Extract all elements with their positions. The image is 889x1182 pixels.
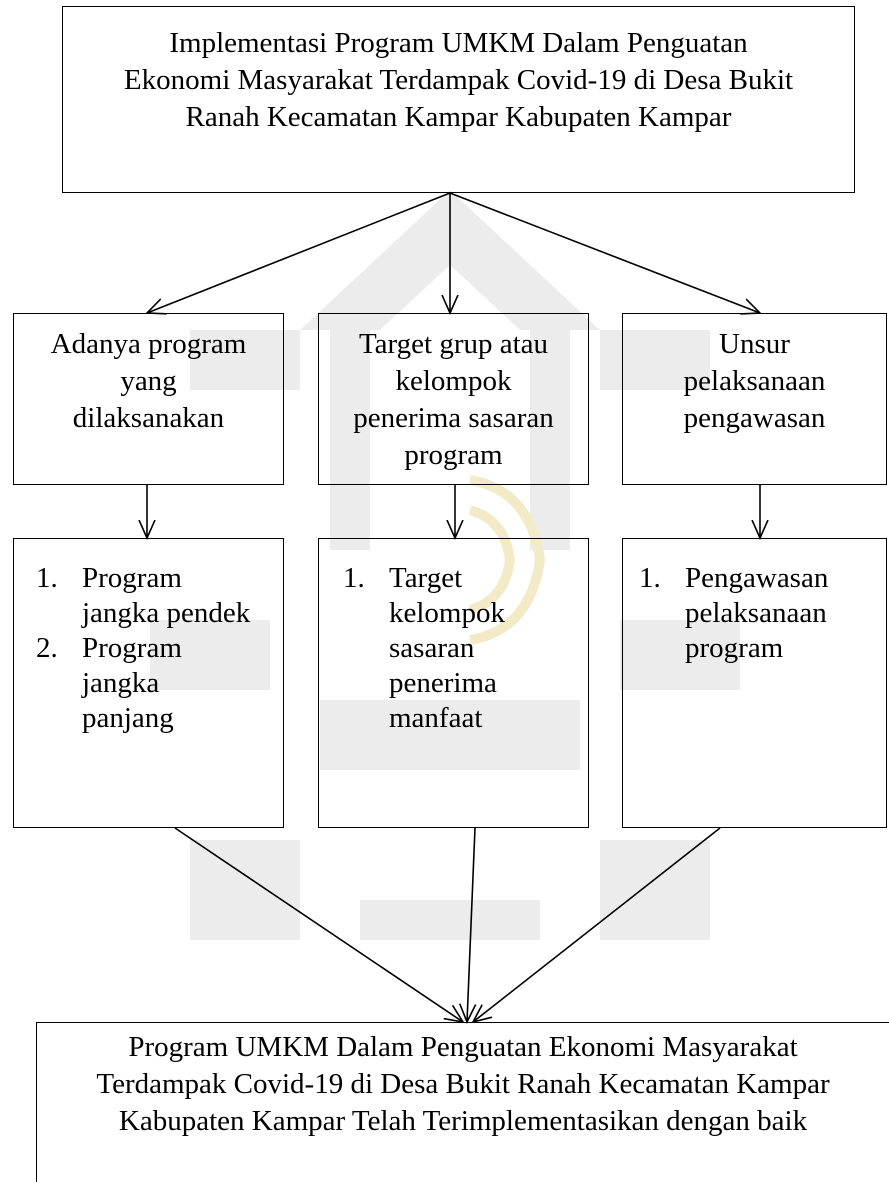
arrow-middle-to-bottom	[467, 827, 475, 1022]
bottom-box-line-1: Program UMKM Dalam Penguatan Ekonomi Mas…	[128, 1031, 798, 1063]
arrow-right-to-bottom	[473, 827, 721, 1022]
list-item-line: manfaat	[389, 702, 483, 734]
list-item: 1. Pengawasan pelaksanaan program	[639, 561, 886, 666]
top-box-line-2: Ekonomi Masyarakat Terdampak Covid-19 di…	[123, 64, 794, 96]
list-item: 1. Program jangka pendek	[36, 561, 283, 631]
list-item-line: Pengawasan	[685, 562, 829, 594]
list-item-line: program	[685, 632, 784, 664]
list-item-number: 1.	[343, 562, 365, 594]
mid-box-target-line-4: program	[404, 439, 503, 471]
list-item-line: Target	[389, 562, 463, 594]
mid-box-target-line-2: kelompok	[395, 365, 512, 397]
bottom-box-line-3: Kabupaten Kampar Telah Terimplementasika…	[118, 1105, 808, 1137]
list-item-line: sasaran	[389, 632, 475, 664]
list-item-line: kelompok	[389, 597, 505, 629]
mid-box-program: Adanya program yang dilaksanakan	[13, 313, 284, 485]
mid-box-target: Target grup atau kelompok penerima sasar…	[318, 313, 589, 485]
arrow-left-to-bottom	[174, 827, 463, 1022]
top-box: Implementasi Program UMKM Dalam Penguata…	[62, 6, 855, 193]
bottom-box-line-2: Terdampak Covid-19 di Desa Bukit Ranah K…	[96, 1068, 830, 1100]
bottom-box: Program UMKM Dalam Penguatan Ekonomi Mas…	[36, 1022, 889, 1182]
connector-layer	[0, 192, 889, 1156]
list-item-number: 1.	[639, 562, 661, 594]
list-item: 2. Program jangka panjang	[36, 631, 283, 736]
mid-box-program-line-3: dilaksanakan	[72, 402, 225, 434]
top-box-line-1: Implementasi Program UMKM Dalam Penguata…	[169, 27, 748, 59]
mid-box-program-line-1: Adanya program	[50, 328, 247, 360]
list-box-pengawasan: 1. Pengawasan pelaksanaan program	[622, 538, 887, 828]
list-item-number: 1.	[36, 562, 58, 594]
list-item-line: Program	[82, 632, 182, 664]
mid-box-unsur: Unsur pelaksanaan pengawasan	[622, 313, 887, 485]
list-item-line: panjang	[82, 702, 174, 734]
mid-box-unsur-line-3: pengawasan	[683, 402, 826, 434]
mid-box-target-line-1: Target grup atau	[358, 328, 549, 360]
list-item-line: jangka pendek	[82, 597, 251, 629]
list-item-line: jangka	[82, 667, 160, 699]
arrow-top-to-left	[147, 192, 451, 313]
list-item-line: pelaksanaan	[685, 597, 827, 629]
mid-box-unsur-line-2: pelaksanaan	[683, 365, 826, 397]
list-box-program: 1. Program jangka pendek 2. Program jang…	[13, 538, 284, 828]
list-item-line: Program	[82, 562, 182, 594]
list-box-target: 1. Target kelompok sasaran penerima manf…	[318, 538, 589, 828]
list-item-number: 2.	[36, 632, 58, 664]
mid-box-target-line-3: penerima sasaran	[353, 402, 554, 434]
list-item-line: penerima	[389, 667, 497, 699]
top-box-line-3: Ranah Kecamatan Kampar Kabupaten Kampar	[185, 101, 732, 133]
mid-box-unsur-line-1: Unsur	[719, 328, 790, 360]
arrow-top-to-right	[449, 192, 760, 313]
mid-box-program-line-2: yang	[120, 365, 177, 397]
list-item: 1. Target kelompok sasaran penerima manf…	[343, 561, 588, 736]
